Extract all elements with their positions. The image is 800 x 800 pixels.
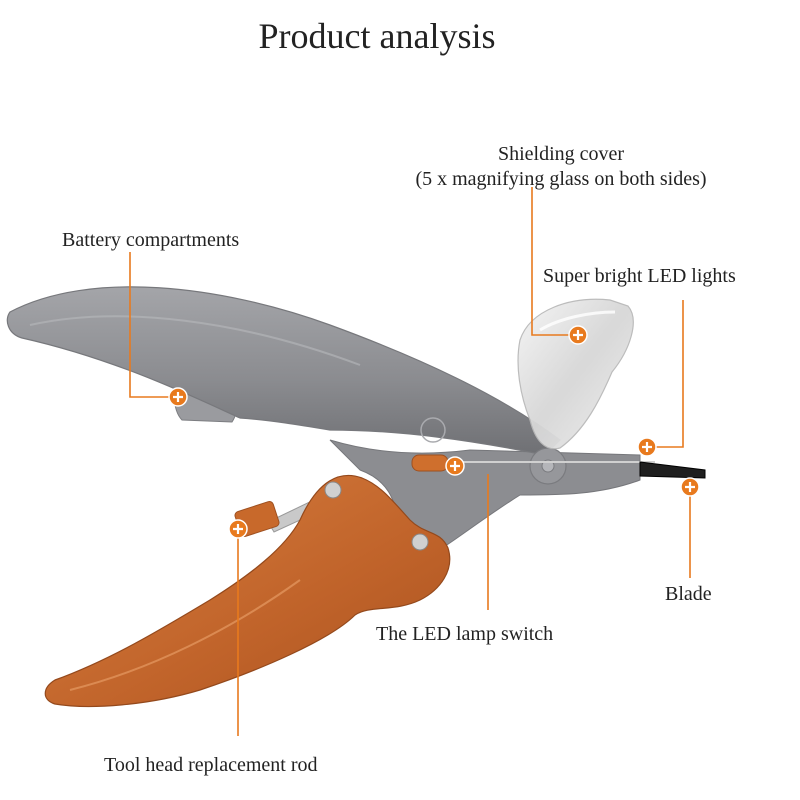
callout-lamp-switch: The LED lamp switch — [376, 623, 553, 645]
page-title: Product analysis — [259, 16, 496, 56]
plus-marker-icon — [568, 325, 588, 345]
rivet — [411, 533, 429, 551]
leader-lines — [129, 187, 691, 736]
callout-rod: Tool head replacement rod — [104, 754, 318, 776]
callout-blade: Blade — [665, 583, 712, 605]
rivet — [324, 481, 342, 499]
plus-marker-icon — [228, 519, 248, 539]
leader-battery — [129, 252, 172, 398]
plus-marker-icon — [168, 387, 188, 407]
shielding-cover — [517, 298, 634, 450]
led-switch — [411, 454, 449, 472]
plus-marker-icon — [637, 437, 657, 457]
plus-marker-icon — [445, 456, 465, 476]
callout-shielding-cover-subtitle: (5 x magnifying glass on both sides) — [415, 168, 706, 190]
plus-markers — [168, 325, 700, 539]
blade — [639, 461, 706, 479]
plus-marker-icon — [680, 477, 700, 497]
leader-led-lights — [652, 300, 684, 448]
upper-arm — [6, 286, 561, 456]
callout-shielding-cover-title: Shielding cover — [498, 143, 624, 165]
orange-handle — [44, 474, 451, 708]
callout-battery: Battery compartments — [62, 229, 239, 251]
callout-led-lights: Super bright LED lights — [543, 265, 736, 287]
brand-emblem — [420, 417, 446, 443]
leader-shielding-cover — [531, 187, 572, 336]
nail-clipper-illustration — [6, 286, 706, 708]
